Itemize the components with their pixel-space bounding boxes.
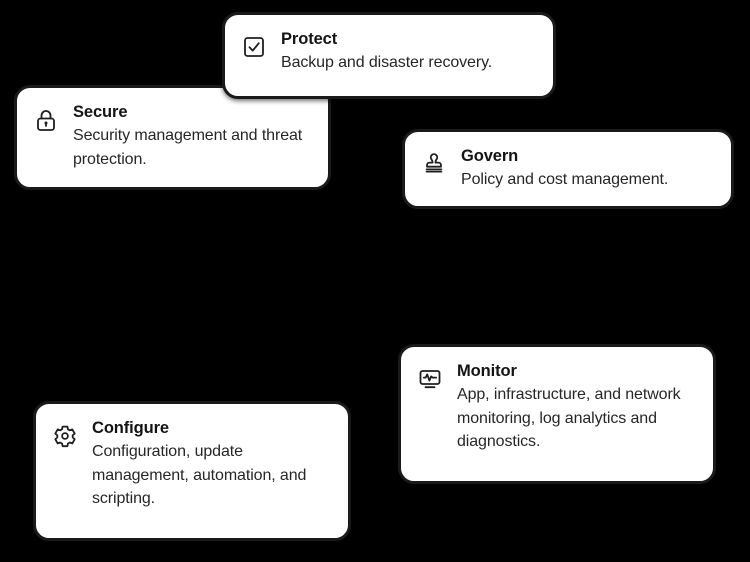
card-title: Govern xyxy=(461,147,519,165)
card-description: Backup and disaster recovery. xyxy=(281,54,493,72)
gear-icon xyxy=(50,421,80,451)
card-text: Monitor App, infrastructure, and network… xyxy=(457,361,697,453)
checkbox-checked-icon xyxy=(239,32,269,62)
card-title: Protect xyxy=(281,30,338,48)
card-description: App, infrastructure, and network monitor… xyxy=(457,386,681,450)
lock-icon xyxy=(31,105,61,135)
monitor-pulse-icon xyxy=(415,364,445,394)
card-description: Policy and cost management. xyxy=(461,171,669,189)
card-configure[interactable]: Configure Configuration, update manageme… xyxy=(33,401,351,541)
card-text: Govern Policy and cost management. xyxy=(461,146,715,192)
card-text: Secure Security management and threat pr… xyxy=(73,102,312,171)
card-description: Security management and threat protectio… xyxy=(73,127,303,168)
card-text: Configure Configuration, update manageme… xyxy=(92,418,332,510)
card-text: Protect Backup and disaster recovery. xyxy=(281,29,537,75)
card-protect[interactable]: Protect Backup and disaster recovery. xyxy=(222,12,556,99)
card-govern[interactable]: Govern Policy and cost management. xyxy=(402,129,734,209)
card-title: Secure xyxy=(73,103,128,121)
card-title: Configure xyxy=(92,419,170,437)
card-secure[interactable]: Secure Security management and threat pr… xyxy=(14,85,331,190)
card-monitor[interactable]: Monitor App, infrastructure, and network… xyxy=(398,344,716,484)
card-title: Monitor xyxy=(457,362,517,380)
card-description: Configuration, update management, automa… xyxy=(92,443,307,507)
stamp-icon xyxy=(419,149,449,179)
